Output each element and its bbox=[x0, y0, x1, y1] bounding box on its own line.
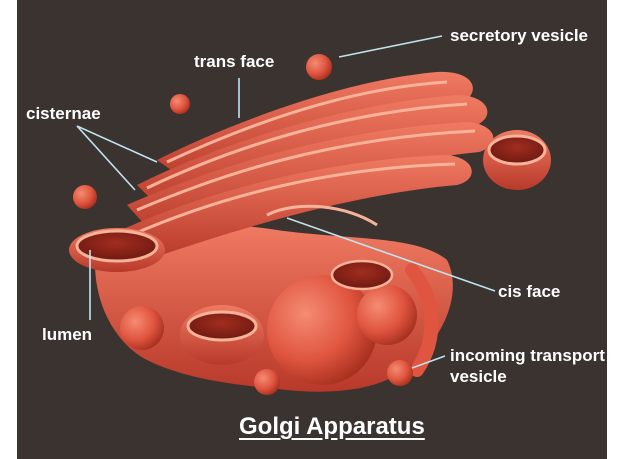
vesicle-lower-left bbox=[120, 306, 164, 350]
leader-cisternae-b bbox=[77, 126, 135, 190]
golgi-illustration bbox=[17, 0, 607, 459]
label-incoming-vesicle: vesicle bbox=[450, 367, 507, 387]
vesicle-small bbox=[170, 94, 190, 114]
label-incoming-transport: incoming transport bbox=[450, 346, 605, 366]
label-cis-face: cis face bbox=[498, 282, 560, 302]
cup-center bbox=[332, 261, 392, 289]
incoming-transport-vesicle bbox=[387, 360, 413, 386]
secretory-vesicle bbox=[306, 54, 332, 80]
label-lumen: lumen bbox=[42, 325, 92, 345]
cup-right bbox=[483, 130, 551, 190]
label-trans-face: trans face bbox=[194, 52, 274, 72]
leader-secretory bbox=[339, 36, 442, 57]
leader-cisternae-a bbox=[77, 126, 157, 162]
vesicle-bottom bbox=[254, 369, 280, 395]
cup-bottom bbox=[180, 305, 264, 365]
label-cisternae: cisternae bbox=[26, 104, 101, 124]
lumen-cup-left bbox=[69, 228, 165, 272]
label-secretory-vesicle: secretory vesicle bbox=[450, 26, 588, 46]
diagram-title: Golgi Apparatus bbox=[239, 413, 425, 441]
golgi-diagram: secretory vesicle trans face cisternae c… bbox=[17, 0, 607, 459]
vesicle-left bbox=[73, 185, 97, 209]
